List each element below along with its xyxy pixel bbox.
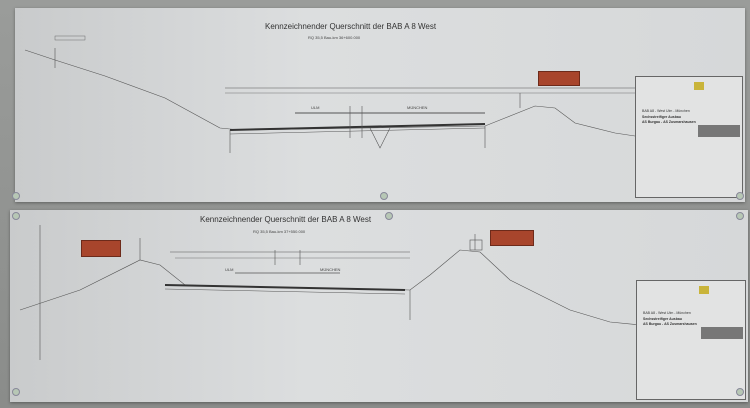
pushpin-icon — [736, 212, 744, 220]
drawing-sheet-top: Kennzeichnender Querschnitt der BAB A 8 … — [15, 8, 745, 202]
sheet-subtitle: RQ 35,5 Bau-km 37+550.000 — [253, 229, 306, 234]
sheet-subtitle: RQ 35,5 Bau-km 36+600.000 — [308, 35, 361, 40]
title-block-section: AS Burgau - AS Zusmarshausen — [642, 120, 696, 124]
pushpin-icon — [385, 212, 393, 220]
logo-icon — [699, 286, 709, 294]
cross-section-drawing — [24, 35, 636, 153]
title-block-heading: Sechsstreifiger Ausbau — [643, 317, 682, 321]
pushpin-icon — [380, 192, 388, 200]
logo-icon — [694, 82, 704, 90]
red-label-box — [81, 240, 121, 257]
title-block-project: BAB A8 - West Ulm - München — [642, 109, 690, 113]
pushpin-icon — [12, 192, 20, 200]
title-block-section: AS Burgau - AS Zusmarshausen — [643, 322, 697, 326]
title-block-stamp — [701, 327, 743, 339]
title-block-project: BAB A8 - West Ulm - München — [643, 311, 691, 315]
title-block-stamp — [698, 125, 740, 137]
drawing-sheet-bottom: Kennzeichnender Querschnitt der BAB A 8 … — [10, 210, 748, 402]
sheet-title: Kennzeichnender Querschnitt der BAB A 8 … — [200, 215, 372, 224]
pushpin-icon — [736, 192, 744, 200]
red-label-box — [490, 230, 534, 246]
direction-label-right: MÜNCHEN — [320, 267, 341, 272]
title-block-heading: Sechsstreifiger Ausbau — [642, 115, 681, 119]
direction-label-right: MÜNCHEN — [407, 105, 428, 110]
sheet-title: Kennzeichnender Querschnitt der BAB A 8 … — [265, 22, 437, 31]
pushpin-icon — [12, 388, 20, 396]
red-label-box — [538, 71, 580, 86]
pushpin-icon — [12, 212, 20, 220]
cross-section-drawing — [19, 225, 641, 360]
direction-label-left: ULM — [225, 267, 234, 272]
direction-label-left: ULM — [311, 105, 320, 110]
pushpin-icon — [736, 388, 744, 396]
title-block: BAB A8 - West Ulm - München Sechsstreifi… — [636, 280, 746, 400]
title-block: BAB A8 - West Ulm - München Sechsstreifi… — [635, 76, 743, 198]
